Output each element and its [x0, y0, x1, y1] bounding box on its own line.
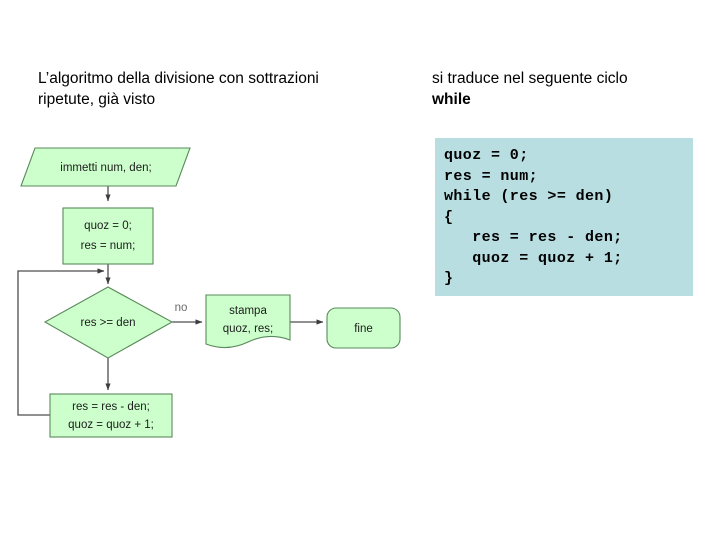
diamond-shape — [43, 286, 174, 359]
flow-node-end-line-1: fine — [354, 323, 373, 335]
rectangle-shape — [49, 393, 173, 438]
flow-node-init-line-1: quoz = 0; — [84, 220, 132, 232]
code-text: quoz = 0; res = num; while (res >= den) … — [444, 147, 623, 287]
flow-node-end: fine — [326, 307, 401, 349]
flow-node-print-line-2: quoz, res; — [223, 323, 274, 335]
caption-right: si traduce nel seguente ciclo while — [432, 68, 702, 110]
flow-node-condition: res >= den — [43, 286, 174, 359]
caption-right-lead: si traduce nel seguente ciclo — [432, 70, 628, 87]
caption-right-keyword: while — [432, 91, 471, 108]
flow-node-print: stampa quoz, res; — [205, 294, 291, 349]
flow-node-body: res = res - den; quoz = quoz + 1; — [49, 393, 173, 438]
flowchart-diagram: immetti num, den; quoz = 0; res = num; r… — [0, 130, 430, 460]
flow-node-print-line-1: stampa — [229, 305, 267, 317]
flow-node-input-line-1: immetti num, den; — [60, 162, 151, 174]
flow-node-body-line-2: quoz = quoz + 1; — [68, 419, 154, 431]
flow-node-init-line-2: res = num; — [81, 240, 136, 252]
rectangle-shape — [62, 207, 154, 265]
code-block: quoz = 0; res = num; while (res >= den) … — [435, 138, 693, 296]
flow-node-init: quoz = 0; res = num; — [62, 207, 154, 265]
flow-node-input: immetti num, den; — [20, 147, 191, 187]
caption-left: L’algoritmo della divisione con sottrazi… — [38, 70, 319, 108]
flow-node-body-line-1: res = res - den; — [72, 401, 150, 413]
edge-label-no: no — [175, 302, 188, 314]
flow-node-condition-line-1: res >= den — [81, 317, 136, 329]
document-shape — [205, 294, 291, 349]
parallelogram-shape — [20, 147, 191, 187]
connector-body-feedback-loop — [17, 268, 105, 416]
rounded-rectangle-shape — [326, 307, 401, 349]
